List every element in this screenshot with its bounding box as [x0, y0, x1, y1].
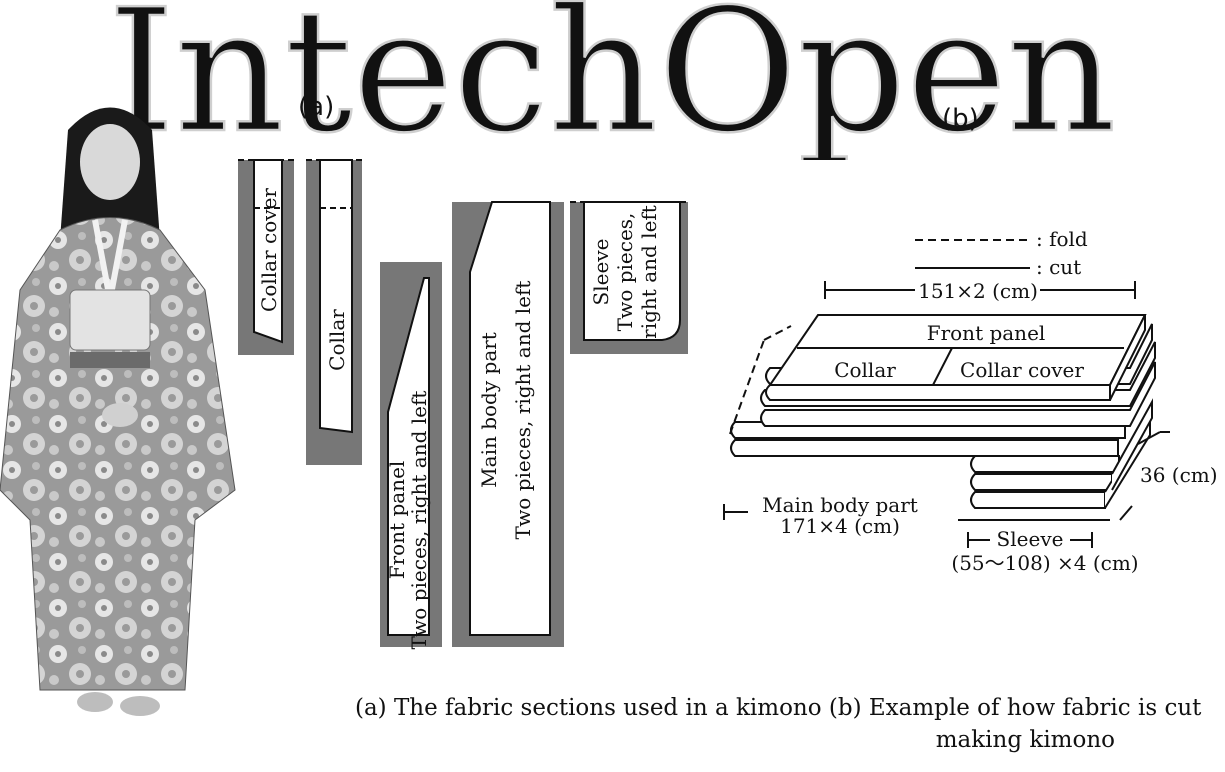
- sleeve-count-2: right and left: [637, 205, 661, 339]
- kimono-woman-photo: [0, 107, 236, 716]
- sleeve-layers: [970, 398, 1153, 509]
- obi-sash: [69, 289, 151, 351]
- piece-sleeve: Sleeve Two pieces, right and left: [570, 201, 688, 354]
- main-body-count: Two pieces, right and left: [511, 281, 535, 540]
- caption-line-2: making kimono: [935, 727, 1115, 753]
- sleeve-dim-value: (55〜108) ×4 (cm): [951, 551, 1138, 575]
- panel-b-label: (b): [942, 104, 979, 134]
- collar-text: Collar: [834, 358, 896, 382]
- dim-36-label: 36 (cm): [1140, 463, 1218, 487]
- front-panel-text: Front panel: [927, 321, 1046, 345]
- sleeve-dim-label: Sleeve: [997, 527, 1064, 551]
- piece-collar: Collar: [306, 159, 362, 465]
- fabric-pieces-diagram: Collar cover Collar Front panel Two piec…: [238, 159, 688, 649]
- kimono-body: [0, 217, 236, 691]
- intechopen-watermark: IntechOpen: [106, 0, 1117, 160]
- watermark-text: IntechOpen: [108, 0, 1117, 160]
- legend-cut: : cut: [1036, 255, 1081, 279]
- face: [80, 124, 140, 200]
- piece-front-panel: Front panel Two pieces, right and left: [380, 262, 442, 649]
- legend-fold: : fold: [1036, 227, 1088, 251]
- main-body-dim-label: Main body part: [762, 493, 918, 517]
- main-body-label: Main body part: [477, 332, 501, 488]
- dimension-top: 151×2 (cm): [824, 276, 1136, 303]
- collar-cover-label: Collar cover: [257, 188, 281, 312]
- fabric-cutting-diagram: : fold : cut 151×2 (cm) Front pan: [723, 227, 1218, 575]
- dimension-sleeve: Sleeve (55〜108) ×4 (cm): [951, 519, 1139, 575]
- sleeve-label: Sleeve: [589, 239, 613, 306]
- main-body-dim-value: 171×4 (cm): [780, 514, 900, 538]
- caption-line-1: (a) The fabric sections used in a kimono…: [355, 695, 1202, 721]
- dimension-main-body: Main body part 171×4 (cm): [723, 493, 918, 538]
- hands: [102, 403, 138, 427]
- panel-a-label: (a): [298, 92, 335, 122]
- legend: : fold : cut: [915, 227, 1088, 279]
- front-panel-label: Front panel: [385, 461, 409, 580]
- piece-main-body: Main body part Two pieces, right and lef…: [452, 201, 564, 647]
- dim-top-label: 151×2 (cm): [918, 279, 1038, 303]
- figure-caption: (a) The fabric sections used in a kimono…: [355, 692, 1225, 756]
- collar-cover-text: Collar cover: [960, 358, 1084, 382]
- dimension-36: 36 (cm): [1119, 431, 1218, 521]
- top-layer: Front panel Collar Collar cover: [765, 314, 1147, 401]
- sleeve-count-1: Two pieces,: [613, 213, 637, 332]
- piece-collar-cover: Collar cover: [238, 159, 294, 355]
- front-panel-count: Two pieces, right and left: [407, 391, 431, 650]
- collar-label: Collar: [325, 309, 349, 371]
